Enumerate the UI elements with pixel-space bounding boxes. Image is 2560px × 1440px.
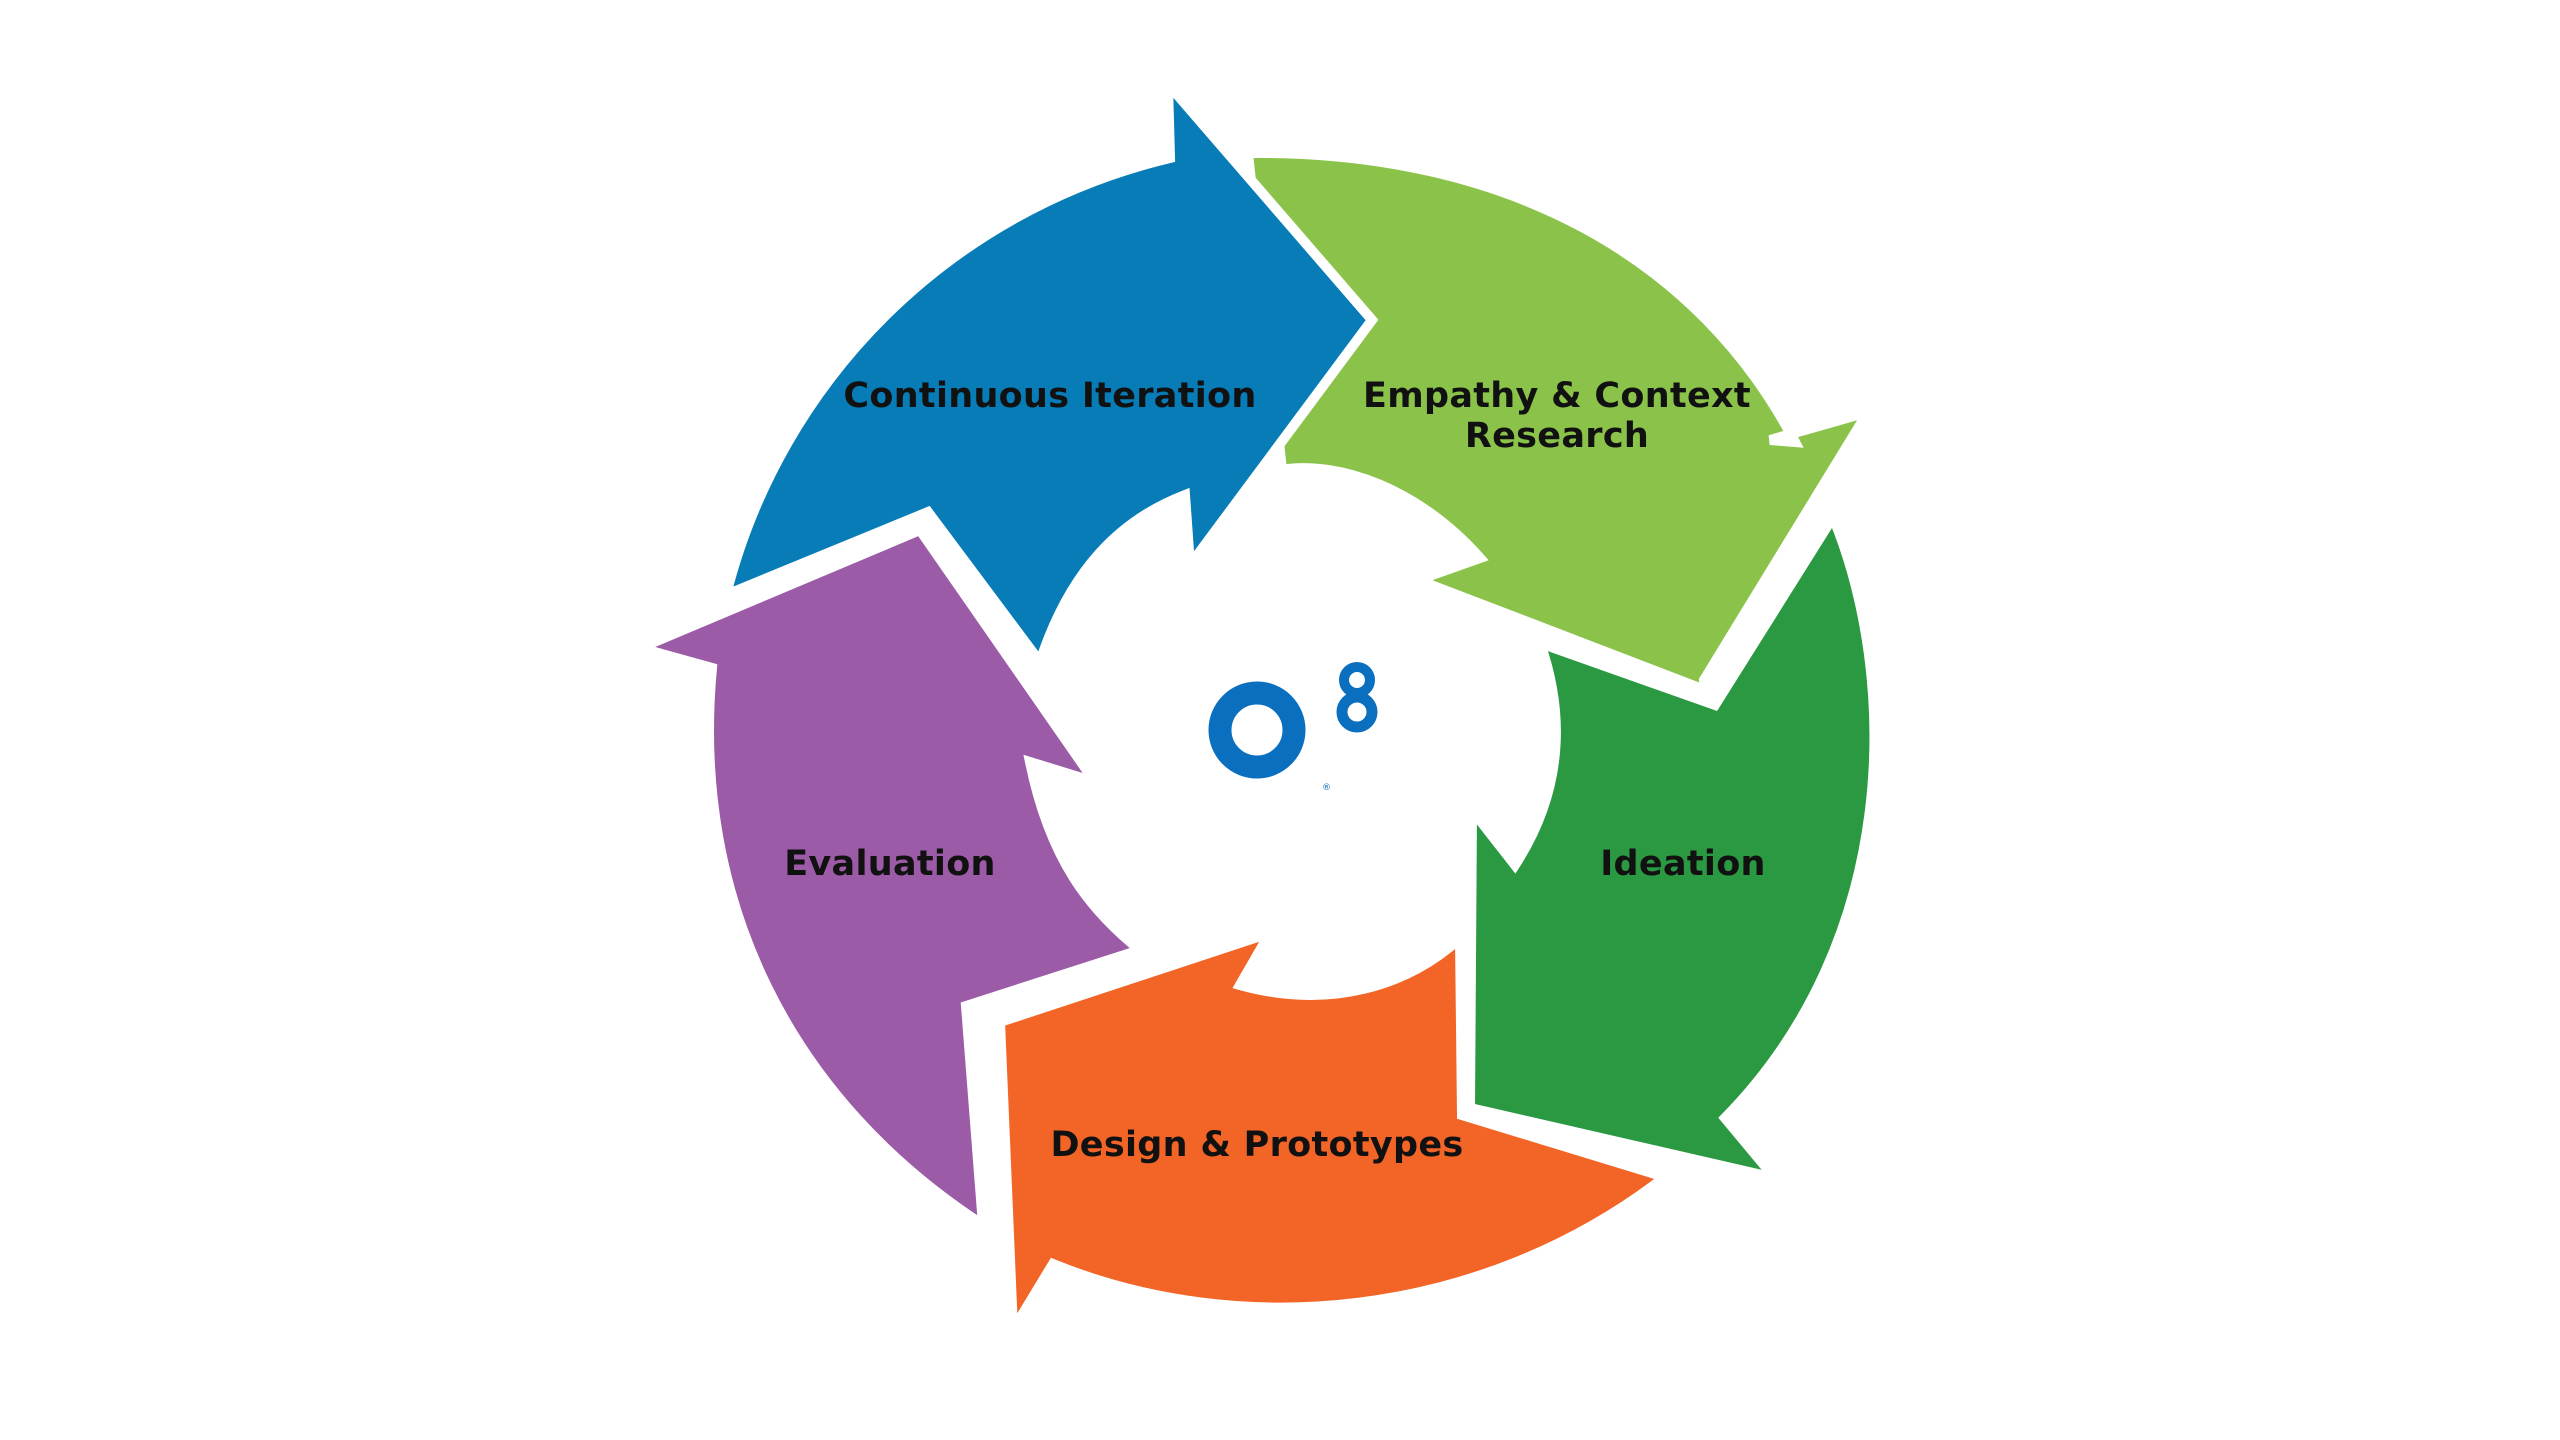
logo-superscript-top-loop [1339,662,1375,698]
segment-arrow-evaluation [624,523,1151,1235]
segment-label-design: Design & Prototypes [1050,1125,1463,1165]
segment-arrow-design [994,924,1676,1347]
segment-label-line: Research [1465,416,1649,456]
center-logo: 8 O ® [1208,662,1378,793]
logo-ring [1208,681,1306,779]
segment-label-ideation: Ideation [1600,844,1766,884]
cycle-segments [624,70,1880,1347]
logo-registered-mark: ® [1322,783,1331,793]
segment-label-iteration: Continuous Iteration [843,376,1256,416]
segment-label-line: Ideation [1600,844,1766,884]
segment-label-line: Empathy & Context [1363,376,1751,416]
segment-arrow-iteration [718,70,1379,673]
logo-superscript-bottom-loop [1336,691,1378,733]
segment-label-line: Continuous Iteration [843,376,1256,416]
segment-label-line: Design & Prototypes [1050,1125,1463,1165]
segment-arrow-ideation [1464,506,1880,1187]
segment-arrow-empathy [1242,147,1879,698]
segment-label-line: Evaluation [784,844,996,884]
segment-label-evaluation: Evaluation [784,844,996,884]
